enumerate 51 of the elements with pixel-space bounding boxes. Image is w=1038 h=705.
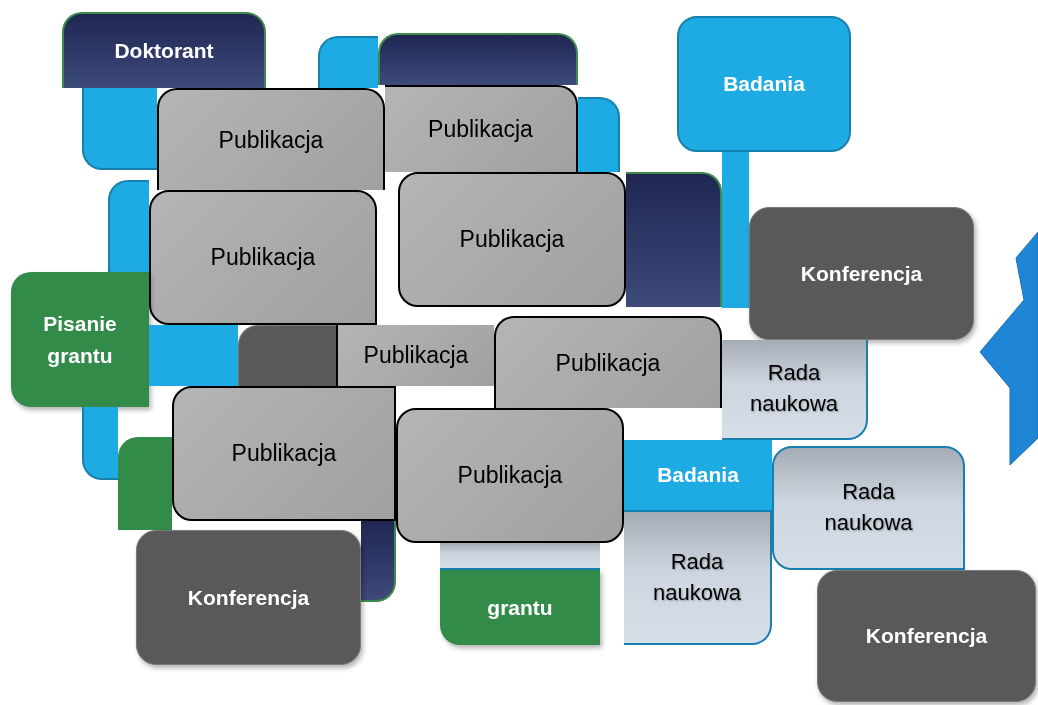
card-label: Publikacja (363, 342, 469, 369)
card-label: Publikacja (459, 226, 565, 253)
rounded-card (62, 12, 266, 88)
rounded-card (11, 272, 149, 407)
card-label: Badania (723, 72, 805, 96)
card-label: grantu (487, 594, 553, 621)
rounded-card (677, 16, 851, 152)
rounded-card (136, 530, 361, 665)
rounded-card (238, 325, 336, 386)
rounded-card (336, 325, 494, 386)
card-label: Publikacja (231, 440, 337, 467)
rounded-card (149, 325, 238, 386)
rounded-card (817, 570, 1036, 702)
rounded-card (82, 88, 157, 170)
card-label: Publikacja (428, 116, 533, 143)
rounded-card (361, 521, 396, 602)
card-label: Rada naukowa (748, 359, 840, 418)
card-label: Badania (657, 463, 739, 487)
rounded-card (149, 190, 377, 325)
rounded-card (722, 340, 868, 440)
rounded-card (82, 407, 118, 480)
card-label: Doktorant (114, 39, 214, 63)
rounded-card (494, 316, 722, 408)
rounded-card (157, 88, 385, 190)
card-label: Publikacja (210, 244, 316, 271)
rounded-card (172, 386, 396, 521)
rounded-card (385, 85, 578, 172)
card-label: Rada naukowa (651, 547, 743, 607)
rounded-card (118, 437, 172, 530)
card-label: Konferencja (187, 585, 310, 610)
rounded-card (578, 97, 620, 172)
rounded-card (626, 172, 722, 307)
rounded-card (772, 446, 965, 570)
rounded-card (396, 408, 624, 543)
rounded-card (440, 570, 600, 645)
card-label: Publikacja (218, 126, 324, 154)
card-label: Konferencja (865, 624, 988, 648)
rounded-card (108, 180, 149, 272)
card-label: Rada naukowa (823, 478, 914, 537)
card-label: Publikacja (555, 349, 661, 377)
rounded-card (378, 33, 578, 85)
rounded-card (624, 440, 772, 510)
rounded-card (749, 207, 974, 340)
rounded-card (722, 152, 749, 308)
card-label: Konferencja (800, 261, 923, 286)
rounded-card (624, 510, 772, 645)
rounded-card (398, 172, 626, 307)
rounded-card (318, 36, 378, 88)
card-label: Publikacja (457, 462, 563, 489)
card-label: Pisanie grantu (42, 311, 118, 369)
rounded-card (440, 543, 600, 570)
